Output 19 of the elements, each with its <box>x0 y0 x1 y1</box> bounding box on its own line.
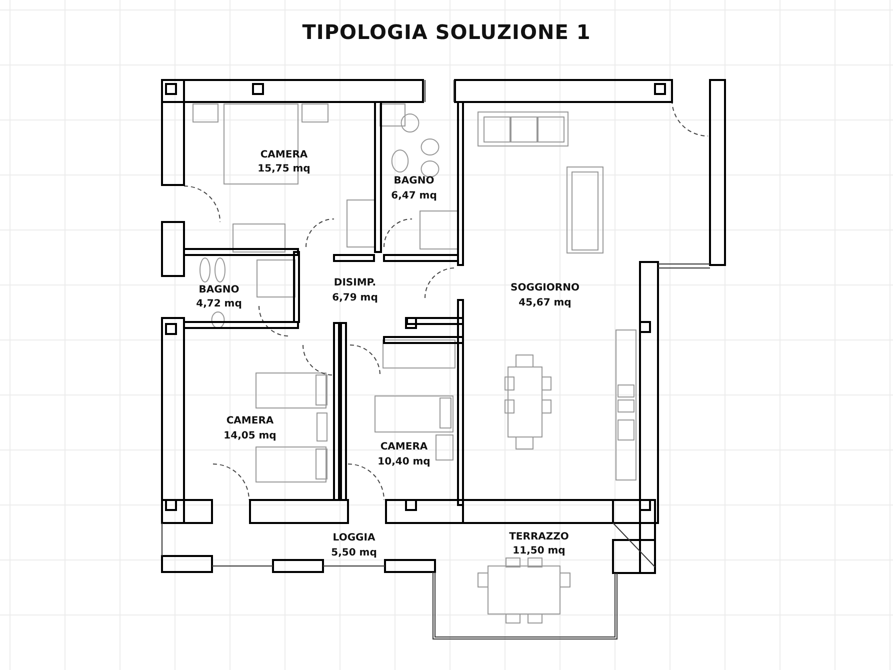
room-name-label: CAMERA <box>380 442 428 452</box>
room-name-label: BAGNO <box>198 284 240 296</box>
room-area-label: 6,79 mq <box>332 292 378 304</box>
room-area-label: 4,72 mq <box>196 298 242 310</box>
room-name-label: CAMERA <box>260 150 308 160</box>
room-area-label: 6,47 mq <box>391 190 437 202</box>
room-name-label: CAMERA <box>226 416 274 426</box>
room-area-label: 14,05 mq <box>224 430 276 442</box>
room-area-label: 10,40 mq <box>378 456 430 468</box>
room-name-label: TERRAZZO <box>509 532 569 542</box>
room-area-label: 45,67 mq <box>518 298 572 308</box>
room-name-label: BAGNO <box>394 176 434 186</box>
room-area-label: 15,75 mq <box>258 164 310 174</box>
room-area-label: 11,50 mq <box>512 546 566 556</box>
room-name-label: DISIMP. <box>334 278 376 288</box>
room-name-label: SOGGIORNO <box>510 282 580 294</box>
room-name-label: LOGGIA <box>332 532 376 544</box>
diagram-title: TIPOLOGIA SOLUZIONE 1 <box>301 20 592 44</box>
room-area-label: 5,50 mq <box>331 548 377 558</box>
